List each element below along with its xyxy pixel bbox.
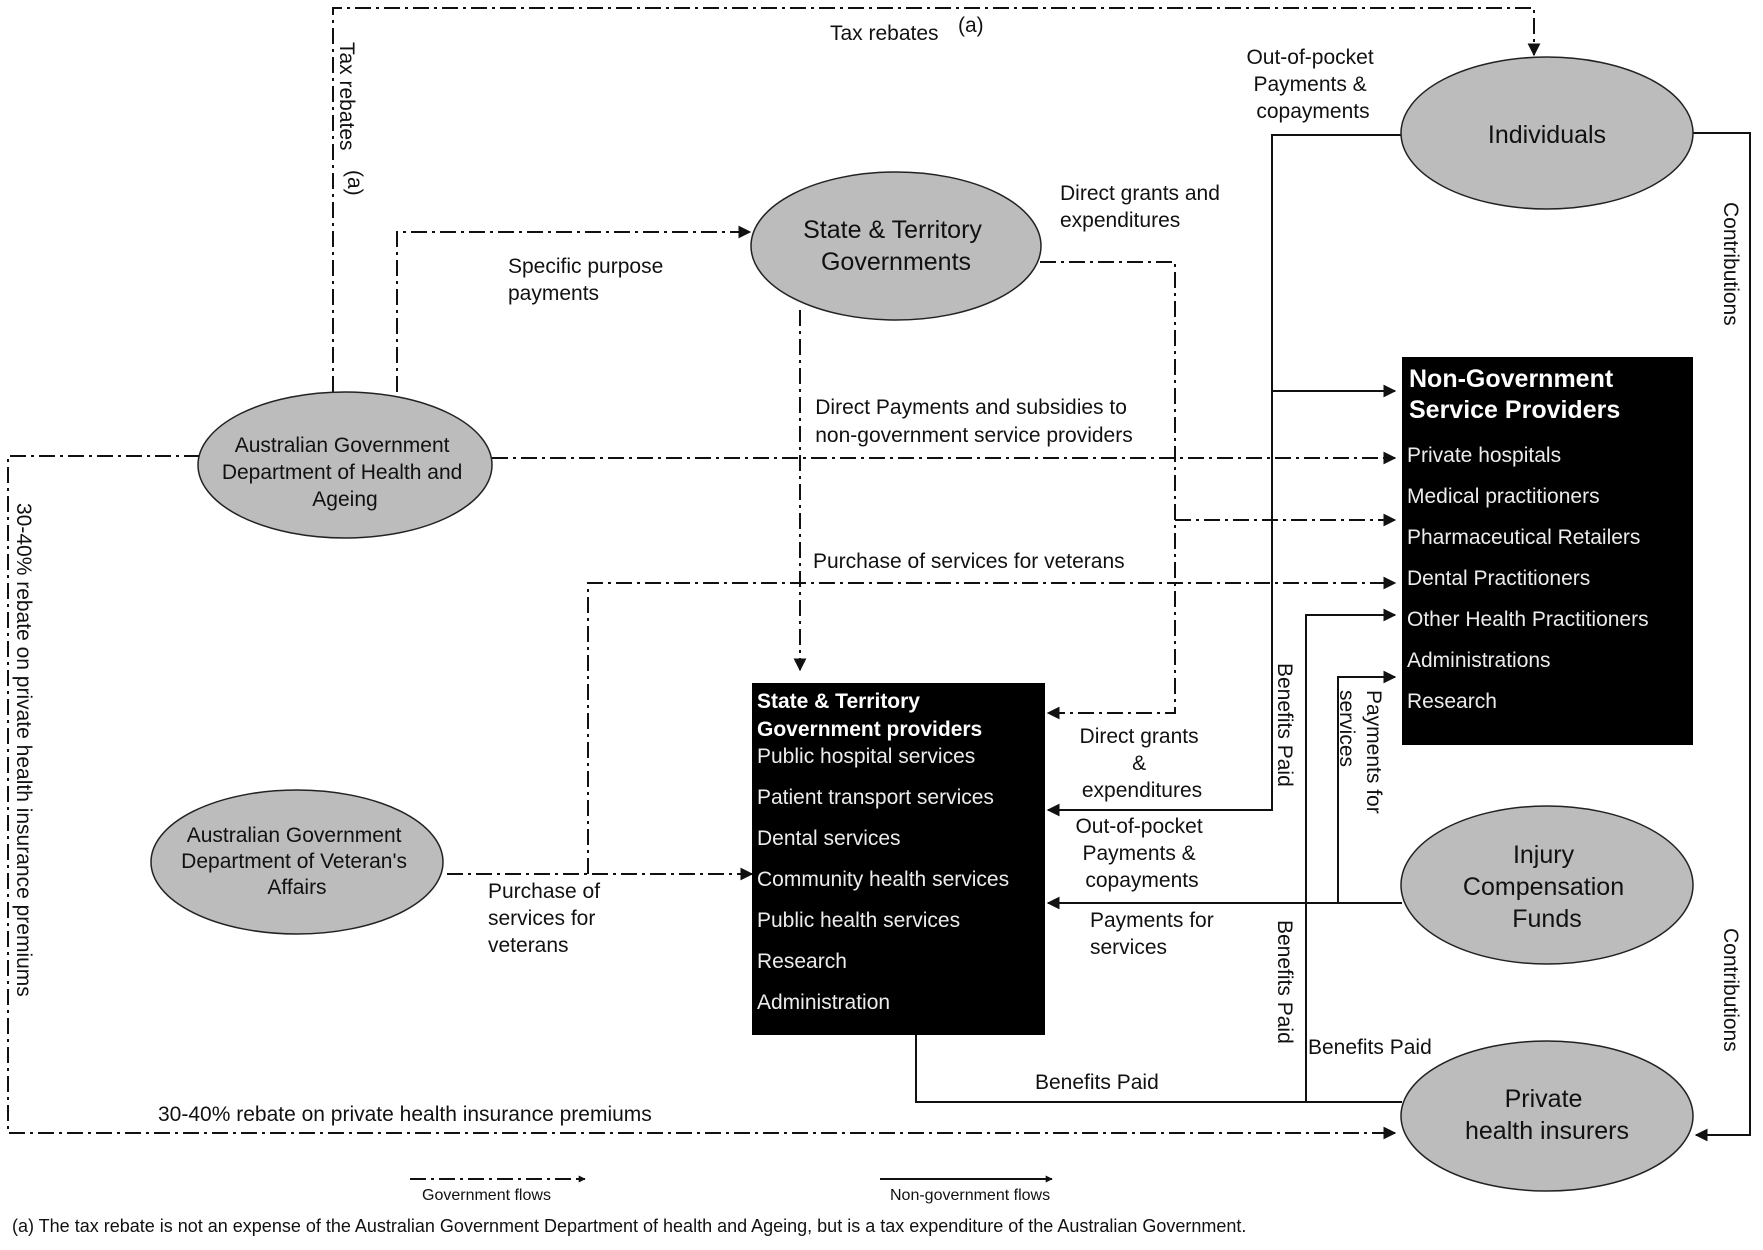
purchase-veterans-top-label: Purchase of services for veterans <box>813 550 1125 573</box>
payments-for-services-mid-label: Payments for services <box>1090 909 1220 959</box>
ngsp-title-line-2: Service Providers <box>1409 396 1620 424</box>
ngsp-item: Dental Practitioners <box>1407 567 1590 590</box>
ngsp-title-line-1: Non-Government <box>1409 365 1614 393</box>
ngsp-item: Private hospitals <box>1407 444 1561 467</box>
doha-line-1: Australian Government <box>235 434 450 457</box>
state-governments-node: State & Territory Governments <box>750 171 1042 321</box>
stgp-item: Public hospital services <box>757 745 975 768</box>
benefits-paid-bottom-label: Benefits Paid <box>1035 1071 1159 1094</box>
svg-text:Injury Compensation: Injury Compensation Funds <box>1463 841 1631 933</box>
benefits-paid-ngo-flow <box>1305 608 1397 1102</box>
stgp-item: Administration <box>757 991 890 1014</box>
ngsp-item: Administrations <box>1407 649 1551 672</box>
svg-text:Australian Government De: Australian Government Department of Heal… <box>222 434 468 511</box>
individuals-label: Individuals <box>1488 121 1606 149</box>
out-of-pocket-top-label: Out-of-pocket Payments & copayments <box>1246 46 1379 123</box>
insurers-line-1: Private <box>1505 1085 1583 1113</box>
benefits-paid-vertical-label-1: Benefits Paid <box>1273 663 1296 787</box>
stgp-item: Community health services <box>757 868 1009 891</box>
payments-for-services-vertical-label: Payments for services <box>1335 690 1385 814</box>
rebate-flow <box>7 455 1397 1140</box>
stgp-item: Public health services <box>757 909 960 932</box>
doha-line-3: Ageing <box>312 488 377 511</box>
tax-rebates-top-label: Tax rebates (a) <box>830 14 984 45</box>
rebate-vertical-label: 30-40% rebate on private health insuranc… <box>12 503 35 997</box>
specific-purpose-payments-flow <box>396 225 752 392</box>
specific-purpose-payments-label: Specific purpose payments <box>508 255 669 305</box>
contributions-bottom-label: Contributions <box>1719 928 1742 1052</box>
svg-text:State & Territory Govern: State & Territory Governments <box>803 216 989 276</box>
tax-rebates-vertical-label: Tax rebates (a) <box>335 42 366 196</box>
stgp-title-line-2: Government providers <box>757 718 982 741</box>
state-gov-line-2: Governments <box>821 248 971 276</box>
direct-payments-label: Direct Payments and subsidies to non-gov… <box>815 396 1133 447</box>
stgp-item: Research <box>757 950 847 973</box>
contributions-top-label: Contributions <box>1719 202 1742 326</box>
injury-line-3: Funds <box>1512 905 1581 933</box>
footnote: (a) The tax rebate is not an expense of … <box>12 1216 1247 1236</box>
stgp-item: Dental services <box>757 827 901 850</box>
svg-text:Australian Government De: Australian Government Department of Vete… <box>181 824 413 899</box>
svg-text:State & Territory Govern: State & Territory Government providers <box>757 690 982 741</box>
stgp-item: Patient transport services <box>757 786 994 809</box>
ngsp-item: Medical practitioners <box>1407 485 1600 508</box>
stgp-title-line-1: State & Territory <box>757 690 920 713</box>
payments-vertical-line-1: Payments for <box>1362 690 1385 814</box>
tax-rebates-top-text: Tax rebates <box>830 22 939 45</box>
tax-rebates-vertical-sup: (a) <box>343 170 366 196</box>
dva-line-1: Australian Government <box>187 824 402 847</box>
purchase-veterans-bottom-label: Purchase of services for veterans <box>488 880 606 957</box>
government-flows-legend-label: Government flows <box>422 1187 551 1204</box>
tax-rebates-top-sup: (a) <box>958 14 984 37</box>
direct-grants-mid-label: Direct grants & expenditures <box>1080 725 1205 802</box>
direct-grants-top-label: Direct grants and expenditures <box>1060 182 1226 232</box>
payments-vertical-line-2: services <box>1335 690 1358 767</box>
direct-grants-state-flow <box>1040 261 1176 720</box>
non-government-flows-legend-label: Non-government flows <box>890 1187 1050 1204</box>
tax-rebates-vertical-text: Tax rebates <box>335 42 358 151</box>
doha-node: Australian Government Department of Heal… <box>197 391 493 539</box>
benefits-paid-vertical-label-2: Benefits Paid <box>1273 920 1296 1044</box>
injury-line-2: Compensation <box>1463 873 1624 901</box>
state-gov-line-1: State & Territory <box>803 216 982 244</box>
injury-payments-ngo-flow <box>1337 670 1397 903</box>
insurers-line-2: health insurers <box>1465 1117 1629 1145</box>
ngsp-item: Pharmaceutical Retailers <box>1407 526 1640 549</box>
dva-line-2: Department of Veteran's <box>181 850 407 873</box>
private-insurers-node: Private health insurers <box>1400 1040 1694 1192</box>
injury-line-1: Injury <box>1513 841 1575 869</box>
dva-line-3: Affairs <box>267 876 326 899</box>
injury-compensation-node: Injury Compensation Funds <box>1400 805 1694 965</box>
non-government-providers-box: Non-Government Service Providers Private… <box>1402 357 1693 745</box>
contributions-flow <box>1692 132 1751 1142</box>
ngsp-item: Other Health Practitioners <box>1407 608 1649 631</box>
rebate-bottom-label: 30-40% rebate on private health insuranc… <box>158 1103 652 1126</box>
out-of-pocket-state-flow <box>1046 134 1402 817</box>
svg-text:Non-Government Service P: Non-Government Service Providers <box>1409 365 1620 424</box>
state-government-providers-box: State & Territory Government providers P… <box>752 683 1045 1035</box>
individuals-node: Individuals <box>1400 56 1694 210</box>
out-of-pocket-mid-label: Out-of-pocket Payments & copayments <box>1075 815 1208 892</box>
benefits-paid-right-label: Benefits Paid <box>1308 1036 1432 1059</box>
tax-rebates-top-flow <box>332 7 1541 392</box>
ngsp-item: Research <box>1407 690 1497 713</box>
svg-text:Private health insurers: Private health insurers <box>1465 1085 1629 1145</box>
doha-line-2: Department of Health and <box>222 461 462 484</box>
dva-purchase-ngo-flow <box>587 576 1397 874</box>
dva-node: Australian Government Department of Vete… <box>150 789 444 935</box>
